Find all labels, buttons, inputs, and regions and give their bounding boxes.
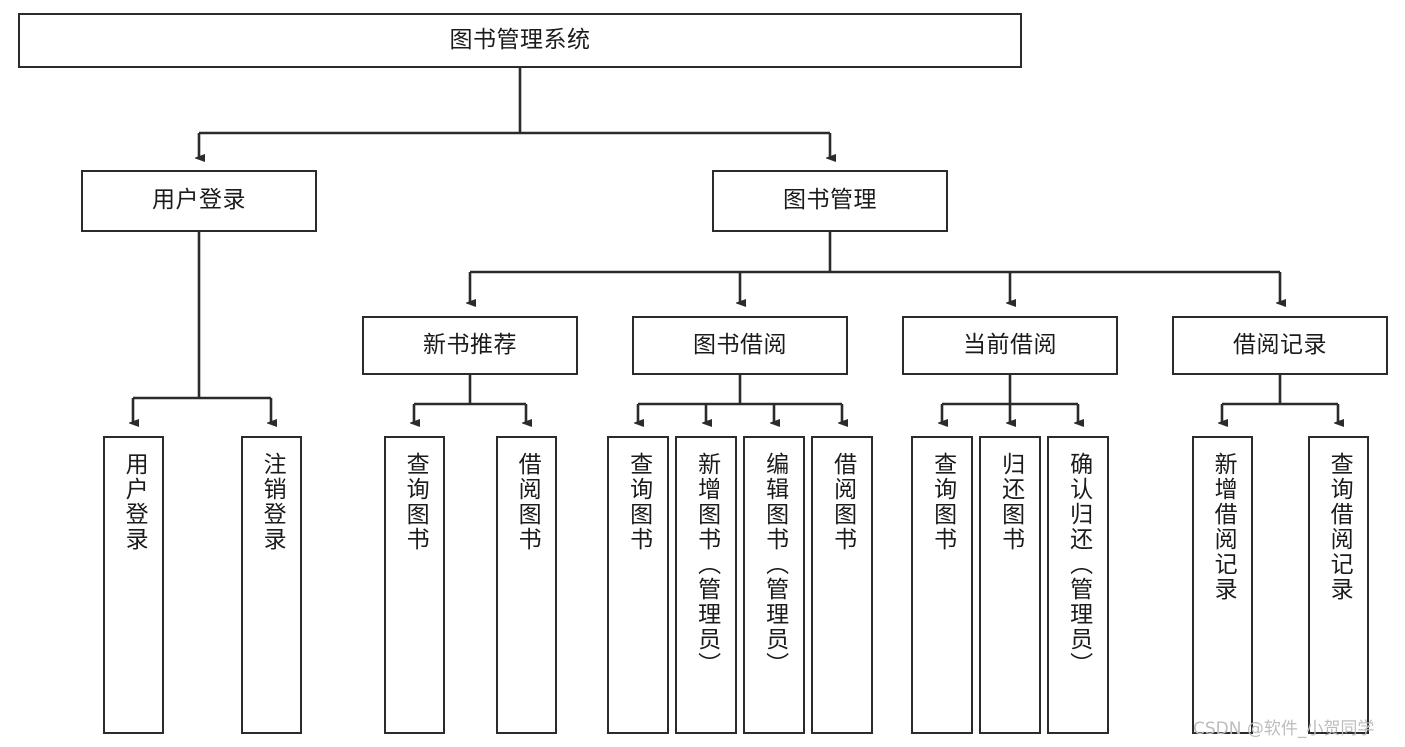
leaf-book-borrow-edit[interactable]: 编辑图书（管理员） (743, 436, 805, 734)
watermark: CSDN @软件_小贺同学 (1193, 719, 1375, 739)
leaf-book-borrow-borrow[interactable]: 借阅图书 (811, 436, 873, 734)
leaf-user-login-login[interactable]: 用户登录 (103, 436, 164, 734)
node-label: 用户登录 (152, 187, 246, 214)
leaf-new-book-borrow[interactable]: 借阅图书 (496, 436, 557, 734)
node-label: 新增图书（管理员） (693, 452, 720, 677)
node-label: 查询图书 (929, 452, 956, 552)
node-label: 借阅图书 (829, 452, 856, 552)
leaf-current-borrow-confirm-return[interactable]: 确认归还（管理员） (1047, 436, 1109, 734)
leaf-book-borrow-query[interactable]: 查询图书 (607, 436, 669, 734)
node-label: 图书管理系统 (449, 26, 591, 53)
leaf-new-book-query[interactable]: 查询图书 (384, 436, 445, 734)
node-current-borrow[interactable]: 当前借阅 (902, 316, 1118, 375)
node-label: 借阅记录 (1233, 331, 1327, 358)
leaf-user-login-logout[interactable]: 注销登录 (241, 436, 302, 734)
node-label: 当前借阅 (963, 331, 1057, 358)
node-label: 用户登录 (121, 452, 148, 552)
leaf-borrow-record-query[interactable]: 查询借阅记录 (1308, 436, 1369, 734)
node-book-borrow[interactable]: 图书借阅 (632, 316, 848, 375)
node-label: 注销登录 (259, 452, 286, 552)
leaf-current-borrow-return[interactable]: 归还图书 (979, 436, 1041, 734)
leaf-book-borrow-add[interactable]: 新增图书（管理员） (675, 436, 737, 734)
node-borrow-record[interactable]: 借阅记录 (1172, 316, 1388, 375)
node-user-login[interactable]: 用户登录 (81, 170, 317, 232)
node-label: 新增借阅记录 (1210, 452, 1237, 602)
node-label: 新书推荐 (423, 331, 517, 358)
node-label: 查询借阅记录 (1326, 452, 1353, 602)
node-label: 查询图书 (625, 452, 652, 552)
node-label: 归还图书 (997, 452, 1024, 552)
node-label: 借阅图书 (514, 452, 541, 552)
node-book-management[interactable]: 图书管理 (712, 170, 948, 232)
node-label: 编辑图书（管理员） (761, 452, 788, 677)
leaf-current-borrow-query[interactable]: 查询图书 (911, 436, 973, 734)
node-label: 确认归还（管理员） (1065, 452, 1092, 677)
node-label: 图书管理 (783, 187, 877, 214)
node-new-book-recommend[interactable]: 新书推荐 (362, 316, 578, 375)
node-label: 查询图书 (402, 452, 429, 552)
node-root-system[interactable]: 图书管理系统 (18, 13, 1022, 68)
node-label: 图书借阅 (693, 331, 787, 358)
leaf-borrow-record-add[interactable]: 新增借阅记录 (1192, 436, 1253, 734)
